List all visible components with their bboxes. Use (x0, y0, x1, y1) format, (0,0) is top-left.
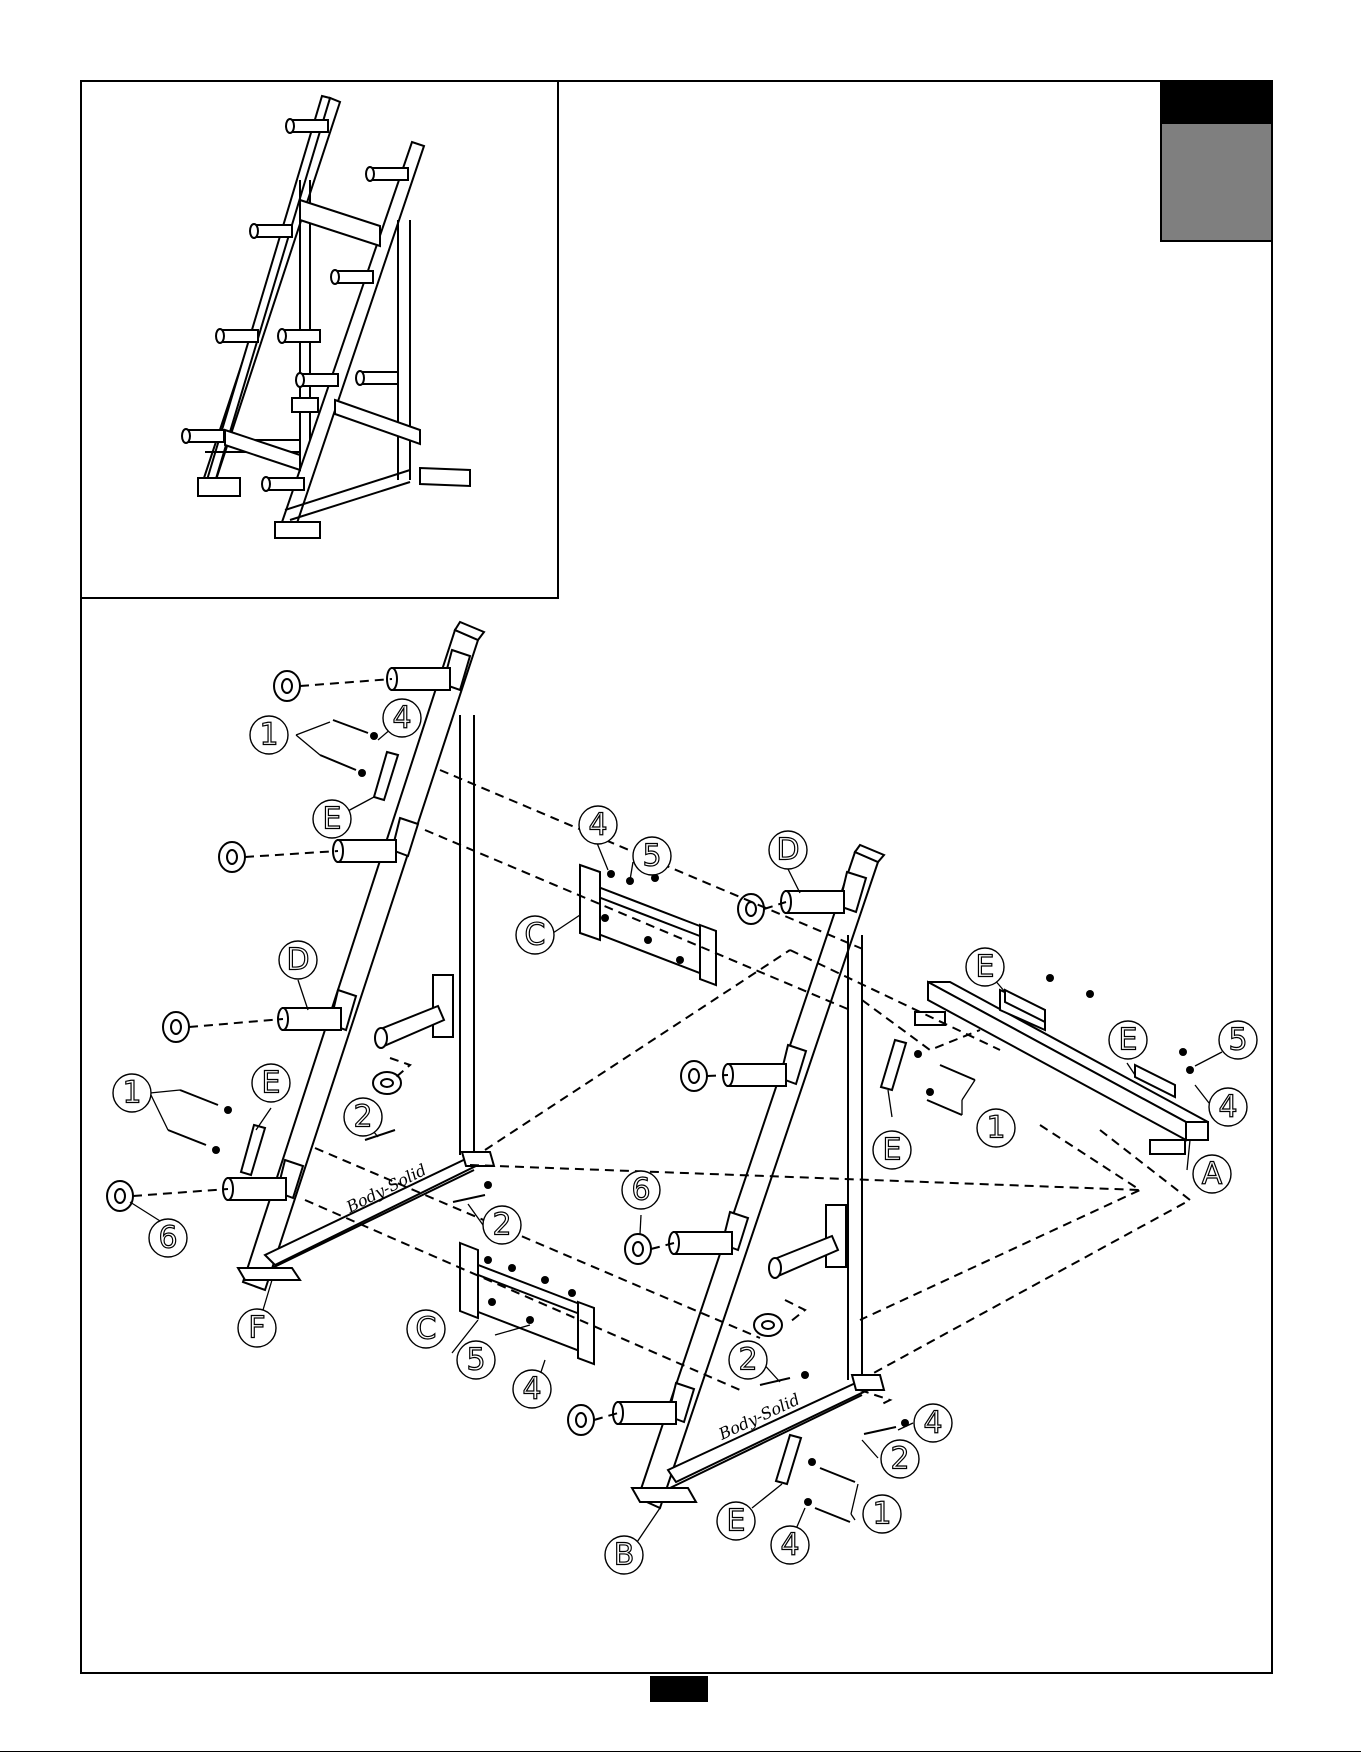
callout-1-a: 1 (250, 716, 288, 754)
callout-label: D (286, 943, 309, 978)
callout-f: F (238, 1309, 276, 1347)
callout-a: A (1193, 1155, 1231, 1193)
callout-label: F (248, 1311, 265, 1346)
callout-label: 4 (522, 1372, 541, 1407)
callout-2-d: 2 (881, 1440, 919, 1478)
callout-label: 4 (923, 1406, 942, 1441)
inset-rack-illustration (182, 96, 470, 538)
callout-1-d: 1 (863, 1495, 901, 1533)
callout-c-a: C (516, 916, 554, 954)
callout-5-c: 5 (457, 1341, 495, 1379)
callout-e-c: E (966, 948, 1004, 986)
callout-label: 5 (466, 1343, 485, 1378)
callout-label: 1 (986, 1111, 1005, 1146)
callout-4-f: 4 (771, 1526, 809, 1564)
callout-label: E (1119, 1023, 1138, 1058)
callout-label: E (323, 802, 342, 837)
callout-label: 2 (353, 1100, 372, 1135)
callout-label: B (614, 1538, 635, 1573)
callout-2-a: 2 (344, 1098, 382, 1136)
callout-label: E (883, 1133, 902, 1168)
bracket-e-2 (241, 1125, 265, 1175)
callout-label: 5 (642, 839, 661, 874)
callout-label: E (976, 950, 995, 985)
callout-label: 5 (1228, 1023, 1247, 1058)
callout-label: 1 (259, 718, 278, 753)
callout-e-a: E (313, 800, 351, 838)
callout-d-a: D (279, 941, 317, 979)
callout-label: D (776, 833, 799, 868)
bracket-e-1 (374, 752, 398, 800)
callout-2-c: 2 (729, 1341, 767, 1379)
callout-label: 4 (392, 701, 411, 736)
callout-5-b: 5 (1219, 1021, 1257, 1059)
callout-4-d: 4 (513, 1370, 551, 1408)
callout-label: 2 (890, 1442, 909, 1477)
base-a (915, 982, 1208, 1154)
callout-label: 6 (631, 1173, 650, 1208)
collars-6 (107, 671, 782, 1435)
callout-e-f: E (717, 1502, 755, 1540)
callout-1-c: 1 (977, 1109, 1015, 1147)
callout-e-b: E (252, 1064, 290, 1102)
callout-label: 4 (780, 1528, 799, 1563)
bracket-e-6 (776, 1435, 801, 1484)
callout-label: E (262, 1066, 281, 1101)
bracket-e-3 (881, 1040, 906, 1090)
callout-4-b: 4 (579, 806, 617, 844)
callout-label: 6 (158, 1221, 177, 1256)
callout-1-b: 1 (113, 1074, 151, 1112)
callout-d-b: D (769, 831, 807, 869)
callout-4-c: 4 (1209, 1088, 1247, 1126)
callout-b: B (605, 1536, 643, 1574)
callout-5-a: 5 (633, 837, 671, 875)
callout-label: E (727, 1504, 746, 1539)
callout-label: C (525, 918, 546, 953)
callout-label: C (416, 1312, 437, 1347)
callout-6-a: 6 (149, 1219, 187, 1257)
callout-e-d: E (1109, 1021, 1147, 1059)
callout-label: 1 (872, 1497, 891, 1532)
callout-4-e: 4 (914, 1404, 952, 1442)
callout-label: 2 (492, 1208, 511, 1243)
callout-e-e: E (873, 1131, 911, 1169)
callout-label: 4 (1218, 1090, 1237, 1125)
callout-label: 2 (738, 1343, 757, 1378)
callout-6-b: 6 (622, 1171, 660, 1209)
callout-label: A (1202, 1157, 1223, 1192)
callout-c-b: C (407, 1310, 445, 1348)
callout-2-b: 2 (483, 1206, 521, 1244)
callout-label: 1 (122, 1076, 141, 1111)
callout-4-a: 4 (383, 699, 421, 737)
callout-label: 4 (588, 808, 607, 843)
